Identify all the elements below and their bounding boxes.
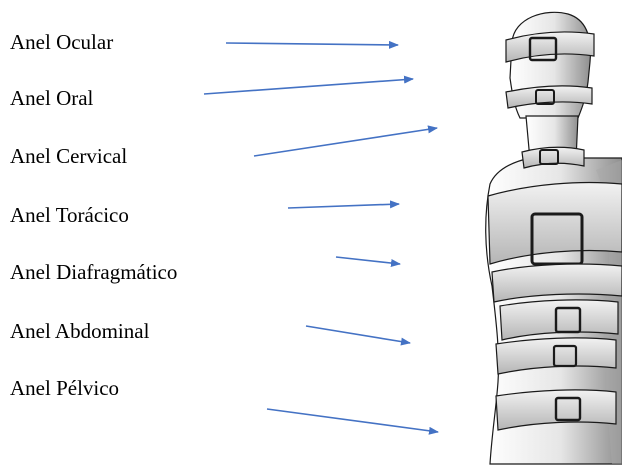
arrow-anel-oral	[204, 79, 413, 94]
body-figure-illustration	[486, 12, 622, 464]
arrows	[204, 43, 438, 432]
arrow-anel-diafragmatico	[336, 257, 400, 264]
arrow-anel-toraxico	[288, 204, 399, 208]
arrow-anel-pelvico	[267, 409, 438, 432]
arrow-anel-abdominal	[306, 326, 410, 343]
arrow-anel-cervical	[254, 128, 437, 156]
arrow-anel-ocular	[226, 43, 398, 45]
